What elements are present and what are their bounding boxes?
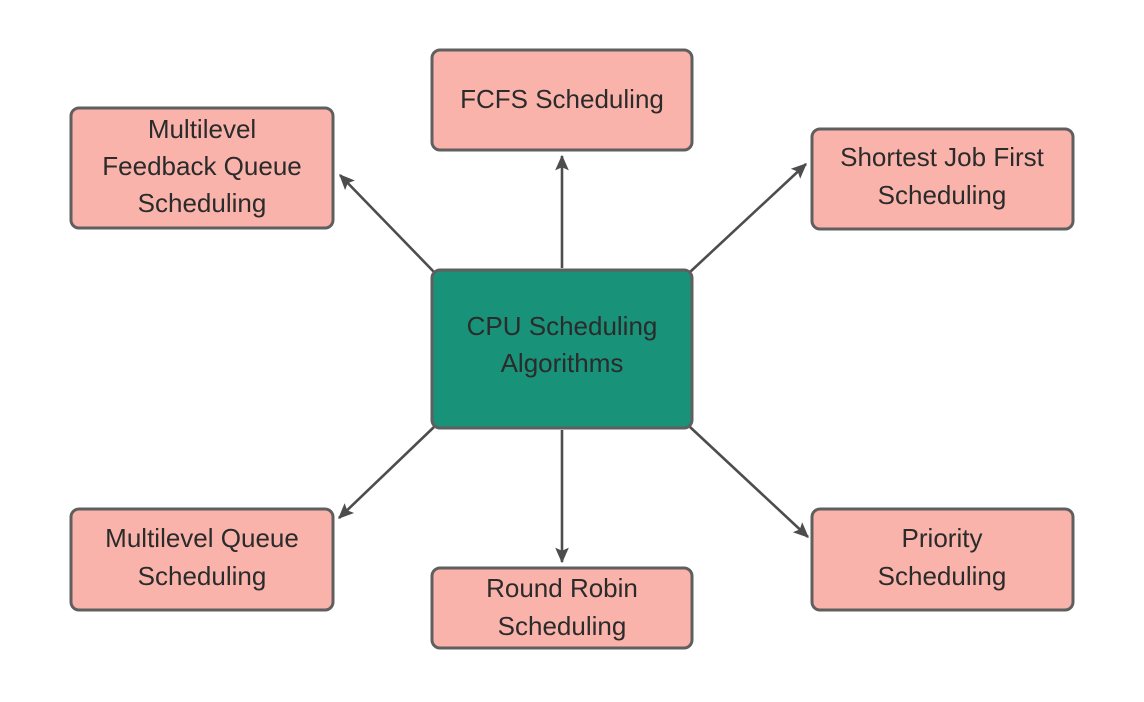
node-priority-scheduling-label-line1: Priority xyxy=(902,523,983,553)
node-multilevel-feedback-queue-scheduling-label-line2: Feedback Queue xyxy=(102,151,301,181)
edge-to-priority-line xyxy=(689,426,809,538)
node-multilevel-queue-scheduling[interactable]: Multilevel Queue Scheduling xyxy=(69,507,335,612)
node-shortest-job-first-scheduling-label-line1: Shortest Job First xyxy=(840,142,1045,172)
node-round-robin-scheduling-label-line1: Round Robin xyxy=(486,573,638,603)
node-fcfs-scheduling-box[interactable] xyxy=(430,48,694,152)
node-round-robin-scheduling-box[interactable] xyxy=(430,566,694,650)
node-cpu-scheduling-algorithms-label-line2: Algorithms xyxy=(501,348,624,378)
node-cpu-scheduling-algorithms[interactable]: CPU Scheduling Algorithms xyxy=(430,268,694,430)
node-multilevel-queue-scheduling-box[interactable] xyxy=(69,507,335,612)
edge-to-shortest-job-first-line xyxy=(689,163,807,273)
node-fcfs-scheduling-label-line1: FCFS Scheduling xyxy=(460,84,664,114)
node-shortest-job-first-scheduling[interactable]: Shortest Job First Scheduling xyxy=(810,127,1075,231)
node-multilevel-feedback-queue-scheduling-label-line3: Scheduling xyxy=(138,188,267,218)
node-fcfs-scheduling[interactable]: FCFS Scheduling xyxy=(430,48,694,152)
node-cpu-scheduling-algorithms-box[interactable] xyxy=(430,268,694,430)
node-multilevel-feedback-queue-scheduling[interactable]: Multilevel Feedback Queue Scheduling xyxy=(69,106,335,230)
edges-group xyxy=(338,154,809,564)
node-multilevel-feedback-queue-scheduling-label-line1: Multilevel xyxy=(148,114,256,144)
node-round-robin-scheduling[interactable]: Round Robin Scheduling xyxy=(430,566,694,650)
node-priority-scheduling[interactable]: Priority Scheduling xyxy=(810,507,1075,612)
edge-to-multilevel-queue-line xyxy=(338,426,435,519)
node-shortest-job-first-scheduling-box[interactable] xyxy=(810,127,1075,231)
node-multilevel-queue-scheduling-label-line1: Multilevel Queue xyxy=(105,523,299,553)
node-multilevel-queue-scheduling-label-line2: Scheduling xyxy=(138,561,267,591)
edge-to-multilevel-feedback-queue-line xyxy=(339,174,435,273)
node-priority-scheduling-label-line2: Scheduling xyxy=(878,561,1007,591)
node-shortest-job-first-scheduling-label-line2: Scheduling xyxy=(878,180,1007,210)
node-multilevel-feedback-queue-scheduling-box[interactable] xyxy=(69,106,335,230)
node-cpu-scheduling-algorithms-label-line1: CPU Scheduling xyxy=(467,311,658,341)
node-priority-scheduling-box[interactable] xyxy=(810,507,1075,612)
node-round-robin-scheduling-label-line2: Scheduling xyxy=(498,611,627,641)
